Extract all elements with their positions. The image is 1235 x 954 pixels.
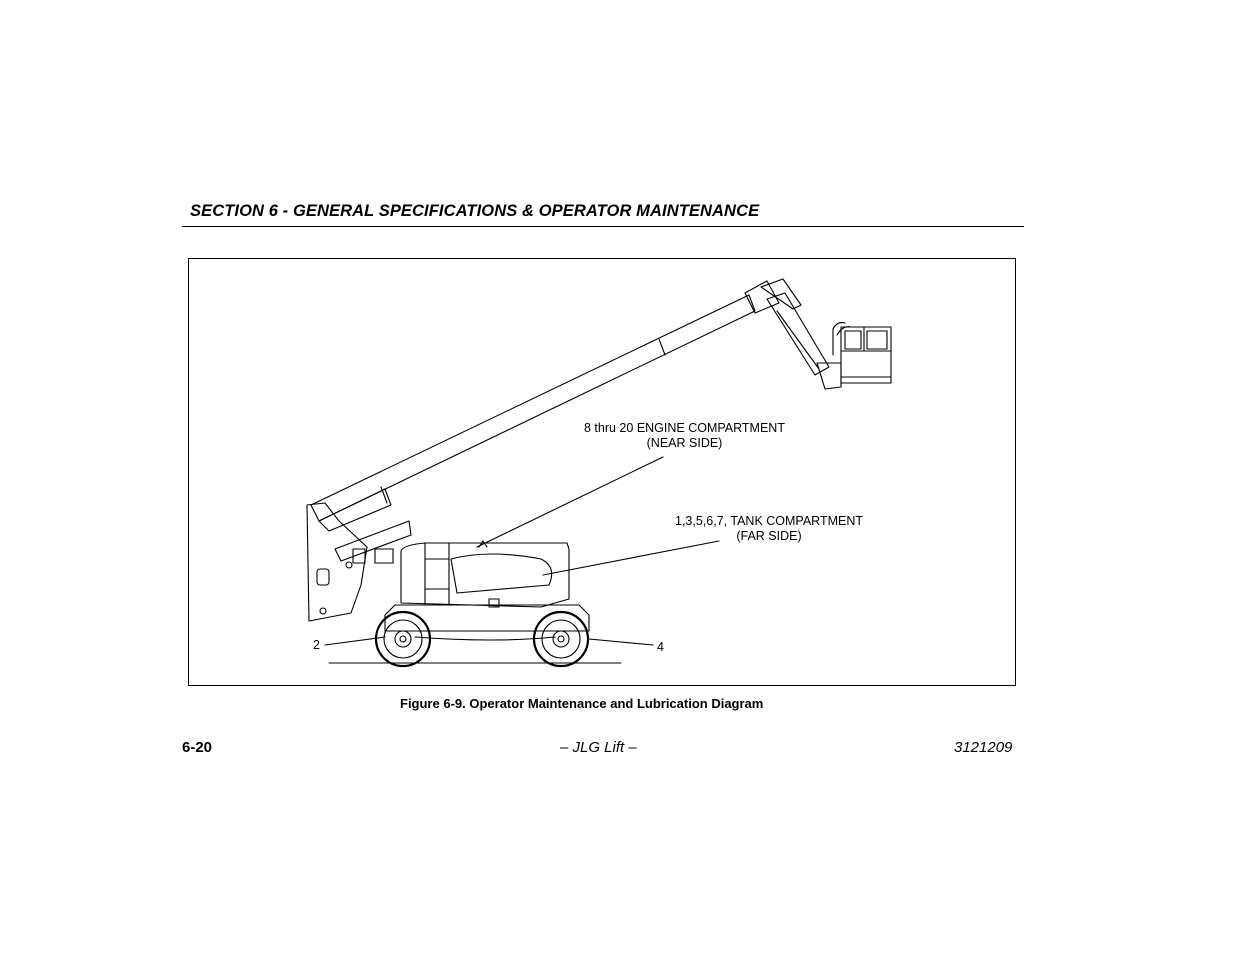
engine-compartment-label: 8 thru 20 ENGINE COMPARTMENT (NEAR SIDE) — [584, 421, 785, 451]
page-number: 6-20 — [182, 739, 213, 756]
callout-left-wheel: 2 — [313, 638, 320, 652]
engine-compartment-side: (NEAR SIDE) — [646, 436, 723, 450]
figure-frame: 8 thru 20 ENGINE COMPARTMENT (NEAR SIDE)… — [188, 258, 1016, 686]
figure-caption: Figure 6-9. Operator Maintenance and Lub… — [400, 696, 764, 711]
header-rule — [182, 226, 1024, 227]
engine-compartment-title: 8 thru 20 ENGINE COMPARTMENT — [584, 421, 785, 435]
tank-compartment-side: (FAR SIDE) — [736, 529, 802, 543]
tank-compartment-label: 1,3,5,6,7, TANK COMPARTMENT (FAR SIDE) — [675, 514, 863, 544]
boom-lift-illustration — [306, 278, 892, 668]
section-header: SECTION 6 - GENERAL SPECIFICATIONS & OPE… — [190, 202, 760, 220]
footer-title: – JLG Lift – — [560, 739, 637, 756]
document-number: 3121209 — [954, 739, 1013, 756]
tank-compartment-title: 1,3,5,6,7, TANK COMPARTMENT — [675, 514, 864, 528]
callout-right-wheel: 4 — [657, 640, 664, 654]
